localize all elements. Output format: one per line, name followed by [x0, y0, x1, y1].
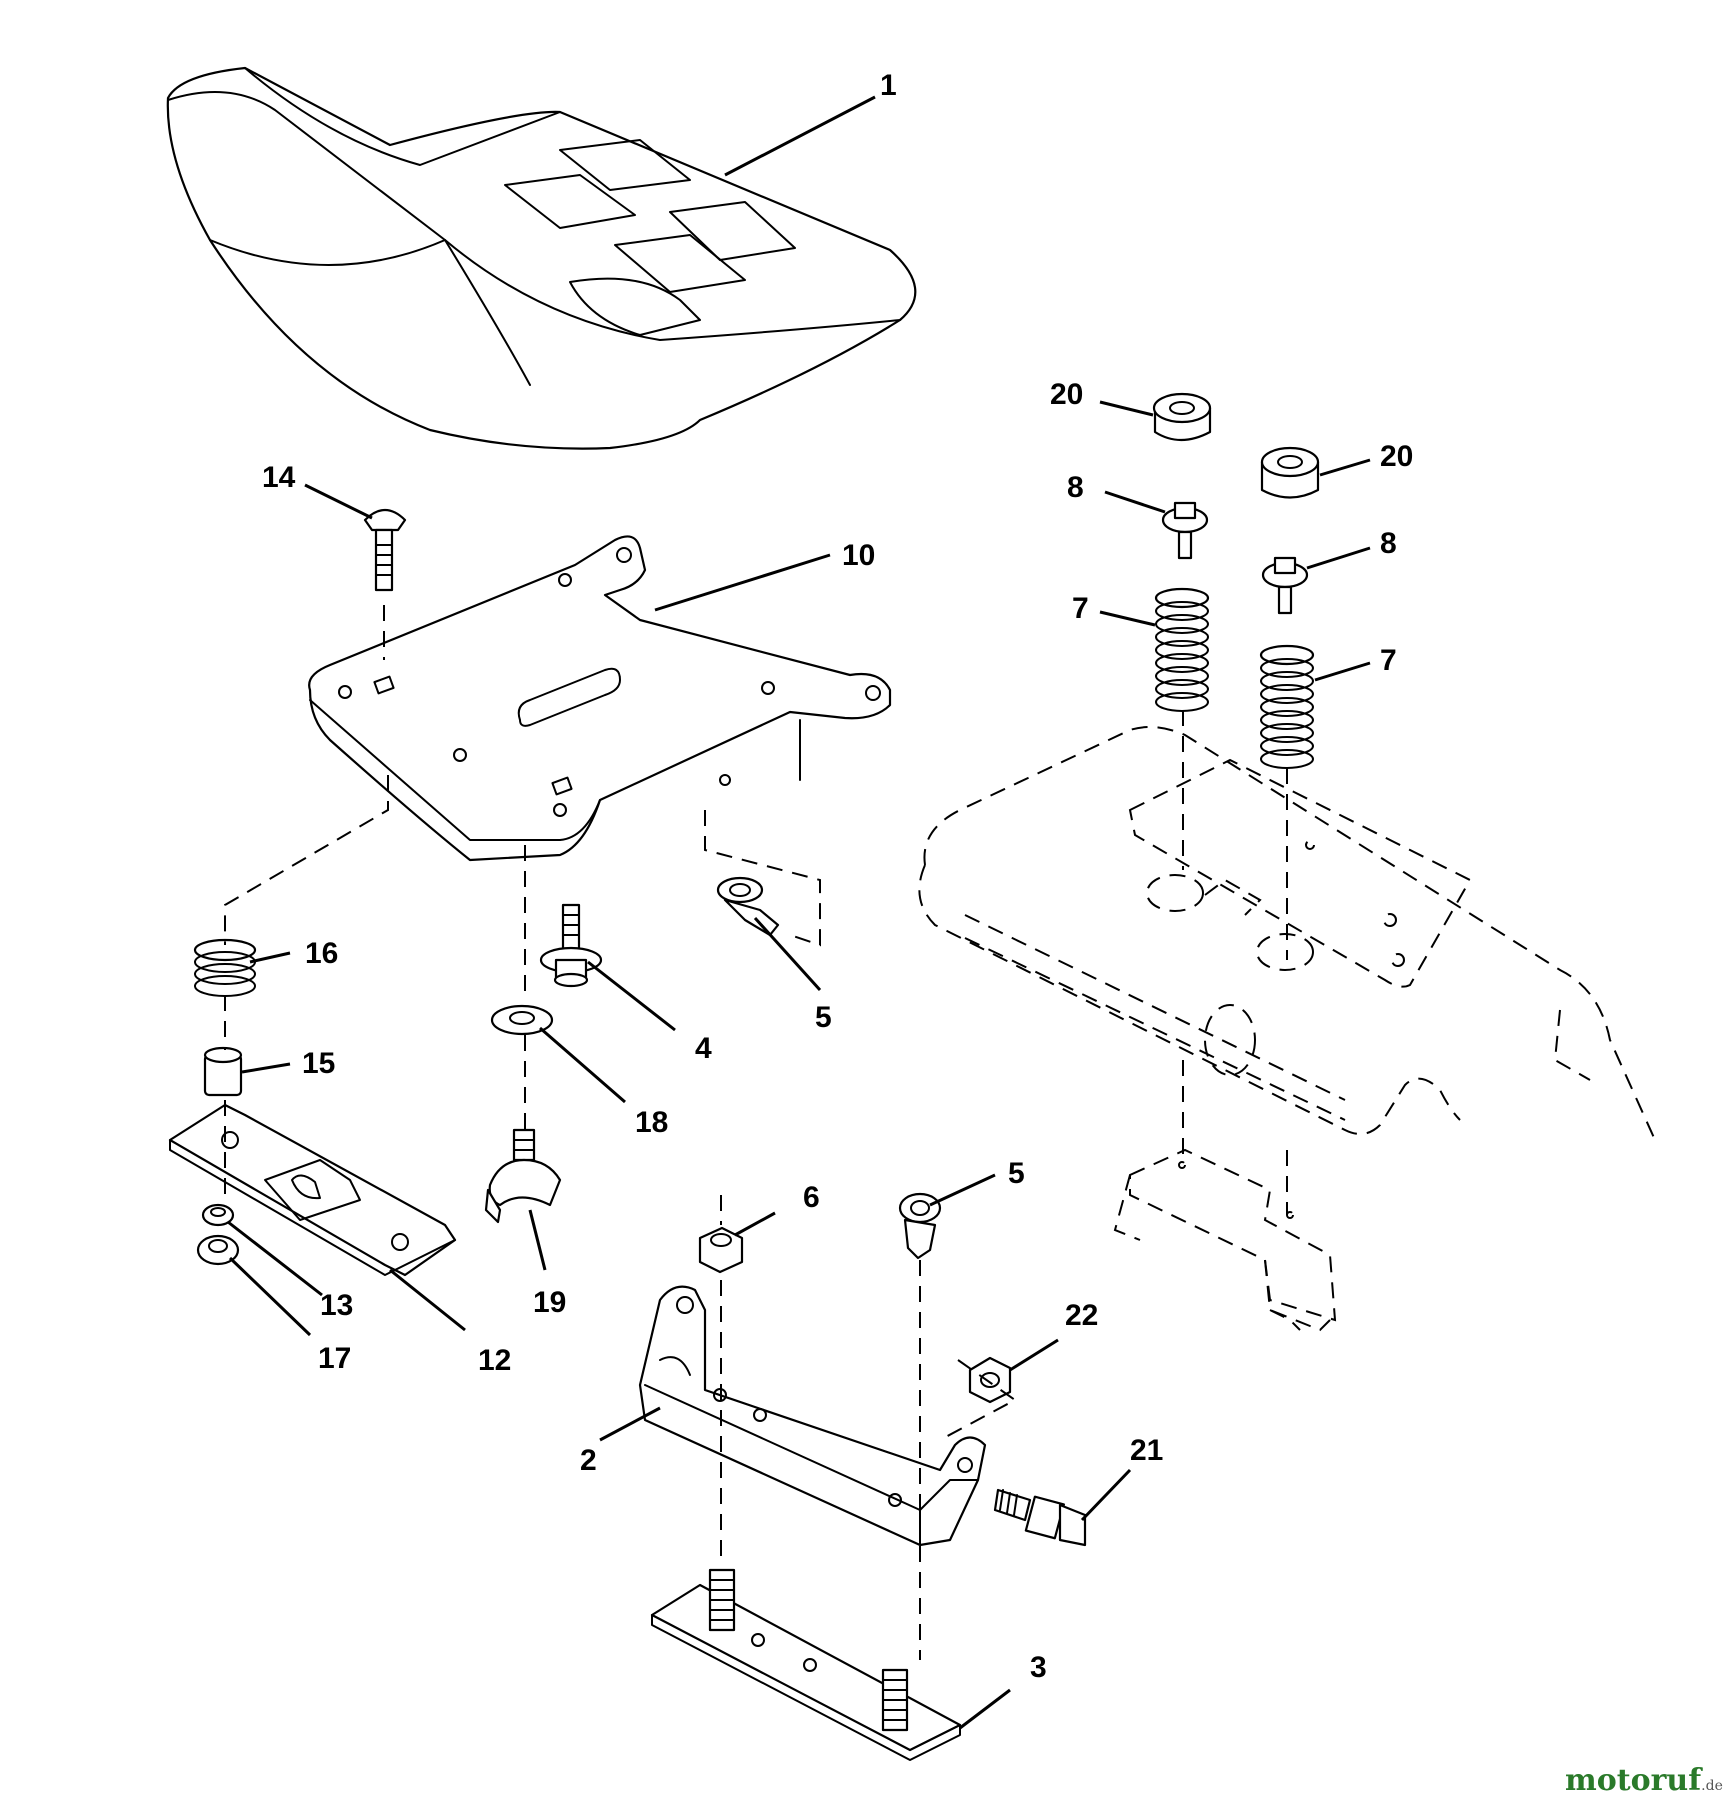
centerlines — [224, 605, 1288, 1660]
stud-left — [708, 1568, 736, 1632]
nut-17 — [196, 1234, 240, 1266]
nut-13 — [201, 1203, 235, 1227]
callout-5-lower: 5 — [1008, 1157, 1025, 1190]
callout-13: 13 — [320, 1289, 353, 1322]
callout-6: 6 — [803, 1181, 820, 1214]
callout-15: 15 — [302, 1047, 335, 1080]
callout-21: 21 — [1130, 1434, 1163, 1467]
watermark-logo: motoruf.de — [1565, 1763, 1723, 1798]
flange-bolt-right — [1261, 556, 1309, 615]
spacer — [203, 1046, 243, 1097]
callout-8-right: 8 — [1380, 527, 1397, 560]
shoulder-bolt — [993, 1488, 1087, 1547]
cable-clip-upper — [716, 876, 780, 937]
callout-18: 18 — [635, 1106, 668, 1139]
flange-bolt-left — [1161, 501, 1209, 560]
callout-16: 16 — [305, 937, 338, 970]
callout-20-right: 20 — [1380, 440, 1413, 473]
callout-1: 1 — [880, 69, 897, 102]
shoulder-screw — [539, 903, 603, 988]
spring-small — [193, 938, 257, 997]
callout-4: 4 — [695, 1032, 712, 1065]
spring-right — [1259, 644, 1315, 769]
callout-14: 14 — [262, 461, 296, 494]
callout-7-left: 7 — [1072, 592, 1089, 625]
watermark-brand: motoruf — [1565, 1763, 1703, 1798]
cable-clip-lower — [898, 1192, 942, 1260]
adjustment-knob — [484, 1128, 562, 1224]
callout-19: 19 — [533, 1286, 566, 1319]
pivot-bracket — [638, 1285, 987, 1547]
callout-17: 17 — [318, 1342, 351, 1375]
slide-bracket — [168, 1103, 457, 1277]
base-plate — [650, 1568, 962, 1761]
watermark-suffix: .de — [1701, 1778, 1723, 1794]
seat — [166, 66, 917, 450]
callout-3: 3 — [1030, 1651, 1047, 1684]
stud-right — [881, 1668, 909, 1732]
callout-22: 22 — [1065, 1299, 1098, 1332]
callout-5-upper: 5 — [815, 1001, 832, 1034]
lock-nut — [698, 1226, 744, 1274]
callout-20-left: 20 — [1050, 378, 1083, 411]
callout-8-left: 8 — [1067, 471, 1084, 504]
callout-10: 10 — [842, 539, 875, 572]
fender-phantom — [918, 725, 1656, 1141]
spacer-20-right — [1260, 446, 1320, 499]
hex-nut — [968, 1356, 1012, 1404]
callout-7-right: 7 — [1380, 644, 1397, 677]
spacer-20-left — [1152, 392, 1212, 442]
washer — [490, 1004, 554, 1036]
callout-labels: 1 10 14 16 15 12 13 17 4 18 19 5 6 5 22 … — [262, 69, 1413, 1684]
callout-2: 2 — [580, 1444, 597, 1477]
fender-bracket-phantom — [1113, 1148, 1337, 1332]
spring-left — [1154, 587, 1210, 712]
leader-lines — [227, 95, 1371, 1730]
svg-text:motoruf.de: motoruf.de — [1565, 1763, 1723, 1798]
seat-pan — [308, 535, 892, 862]
carriage-bolt — [363, 508, 407, 592]
callout-12: 12 — [478, 1344, 511, 1377]
